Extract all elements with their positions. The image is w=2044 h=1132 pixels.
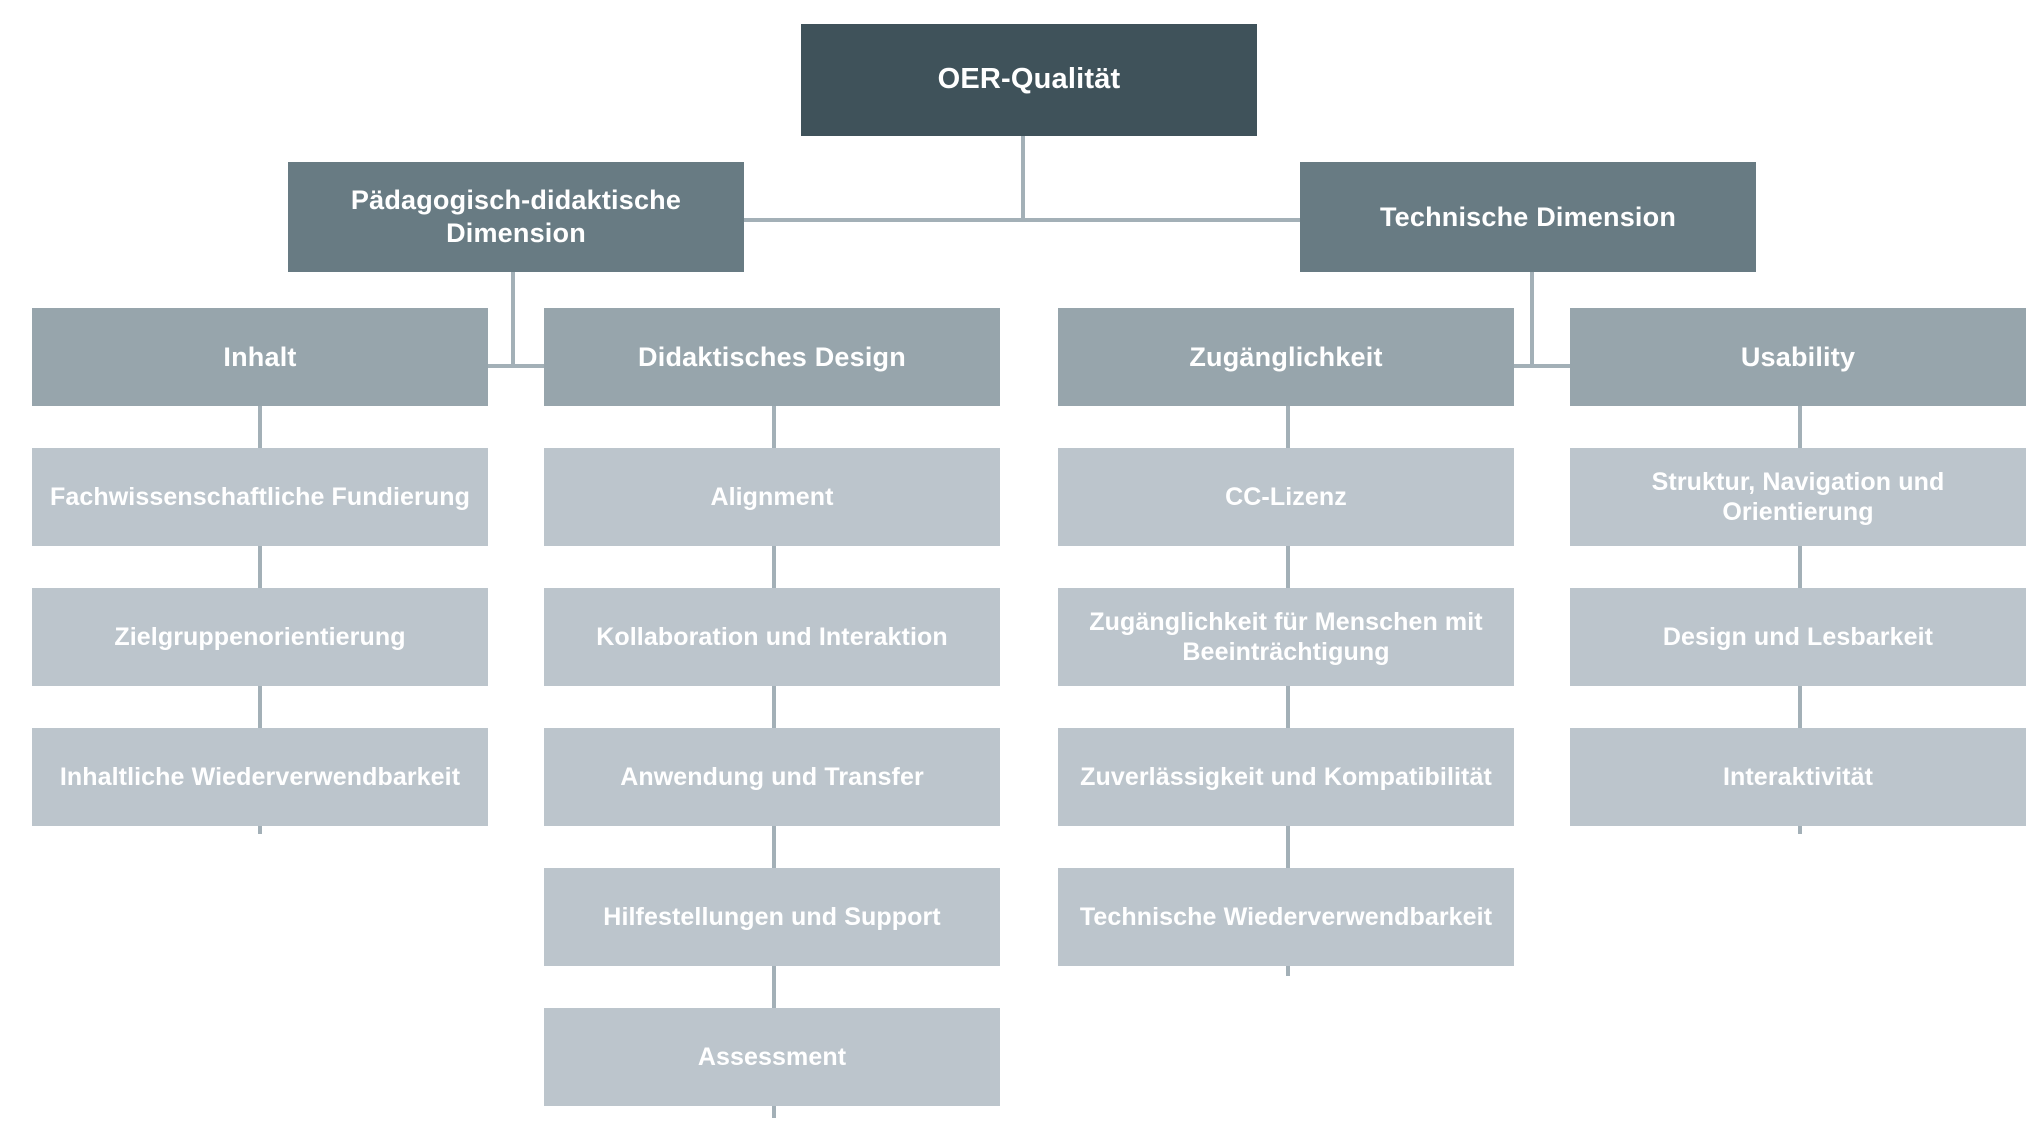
node-leaf-fachwissenschaftliche-fundierung[interactable]: Fachwissenschaftliche Fundierung [32,448,488,546]
node-leaf-cc-lizenz[interactable]: CC-Lizenz [1058,448,1514,546]
node-leaf-label: Interaktivität [1722,762,1874,791]
connector-left-dim-stem [511,272,515,368]
node-leaf-label: Assessment [697,1042,847,1071]
node-leaf-inhaltliche-wiederverwendbarkeit[interactable]: Inhaltliche Wiederverwendbarkeit [32,728,488,826]
node-leaf-label: Struktur, Navigation und Orientierung [1651,467,1945,527]
connector-right-dim-stem [1530,272,1534,368]
node-category-label: Inhalt [223,341,297,372]
node-leaf-design-und-lesbarkeit[interactable]: Design und Lesbarkeit [1570,588,2026,686]
connector-right-cat-bar [1486,364,1576,368]
node-leaf-technische-wiederverwendbarkeit[interactable]: Technische Wiederverwendbarkeit [1058,868,1514,966]
node-category-label: Didaktisches Design [638,341,906,372]
node-root-oer-qualitaet[interactable]: OER-Qualität [801,24,1257,136]
connector-dimension-bar [730,218,1314,222]
connector-left-cat-bar [467,364,557,368]
node-category-usability[interactable]: Usability [1570,308,2026,406]
node-leaf-label: Fachwissenschaftliche Fundierung [50,482,470,511]
node-root-label: OER-Qualität [937,63,1121,96]
node-dimension-paedagogisch-didaktisch[interactable]: Pädagogisch-didaktische Dimension [288,162,744,272]
node-leaf-label: Design und Lesbarkeit [1662,622,1934,651]
connector-column-3-spine [1286,406,1290,976]
node-category-didaktisches-design[interactable]: Didaktisches Design [544,308,1000,406]
node-leaf-label: CC-Lizenz [1225,482,1347,511]
node-leaf-label: Zugänglichkeit für Menschen mit Beeinträ… [1089,607,1483,667]
node-leaf-assessment[interactable]: Assessment [544,1008,1000,1106]
node-dimension-label: Pädagogisch-didaktische Dimension [350,185,682,248]
connector-root-stem [1021,136,1025,220]
node-leaf-label: Hilfestellungen und Support [603,902,941,931]
node-leaf-label: Zielgruppenorientierung [114,622,406,651]
node-leaf-zuverlaessigkeit-und-kompatibilitaet[interactable]: Zuverlässigkeit und Kompatibilität [1058,728,1514,826]
node-leaf-hilfestellungen-und-support[interactable]: Hilfestellungen und Support [544,868,1000,966]
node-leaf-zielgruppenorientierung[interactable]: Zielgruppenorientierung [32,588,488,686]
node-leaf-kollaboration-und-interaktion[interactable]: Kollaboration und Interaktion [544,588,1000,686]
node-leaf-label: Anwendung und Transfer [620,762,924,791]
node-category-label: Usability [1740,341,1856,372]
node-category-label: Zugänglichkeit [1189,341,1383,372]
node-category-zugaenglichkeit[interactable]: Zugänglichkeit [1058,308,1514,406]
node-leaf-label: Alignment [710,482,834,511]
node-leaf-interaktivitaet[interactable]: Interaktivität [1570,728,2026,826]
node-leaf-label: Kollaboration und Interaktion [596,622,948,651]
node-leaf-alignment[interactable]: Alignment [544,448,1000,546]
node-leaf-anwendung-und-transfer[interactable]: Anwendung und Transfer [544,728,1000,826]
node-leaf-label: Inhaltliche Wiederverwendbarkeit [59,762,461,791]
node-category-inhalt[interactable]: Inhalt [32,308,488,406]
node-leaf-zugaenglichkeit-fuer-menschen-mit-beeintraechtigung[interactable]: Zugänglichkeit für Menschen mit Beeinträ… [1058,588,1514,686]
node-leaf-label: Technische Wiederverwendbarkeit [1079,902,1493,931]
node-leaf-struktur-navigation-und-orientierung[interactable]: Struktur, Navigation und Orientierung [1570,448,2026,546]
node-leaf-label: Zuverlässigkeit und Kompatibilität [1080,762,1492,791]
node-dimension-label: Technische Dimension [1379,201,1677,232]
node-dimension-technisch[interactable]: Technische Dimension [1300,162,1756,272]
